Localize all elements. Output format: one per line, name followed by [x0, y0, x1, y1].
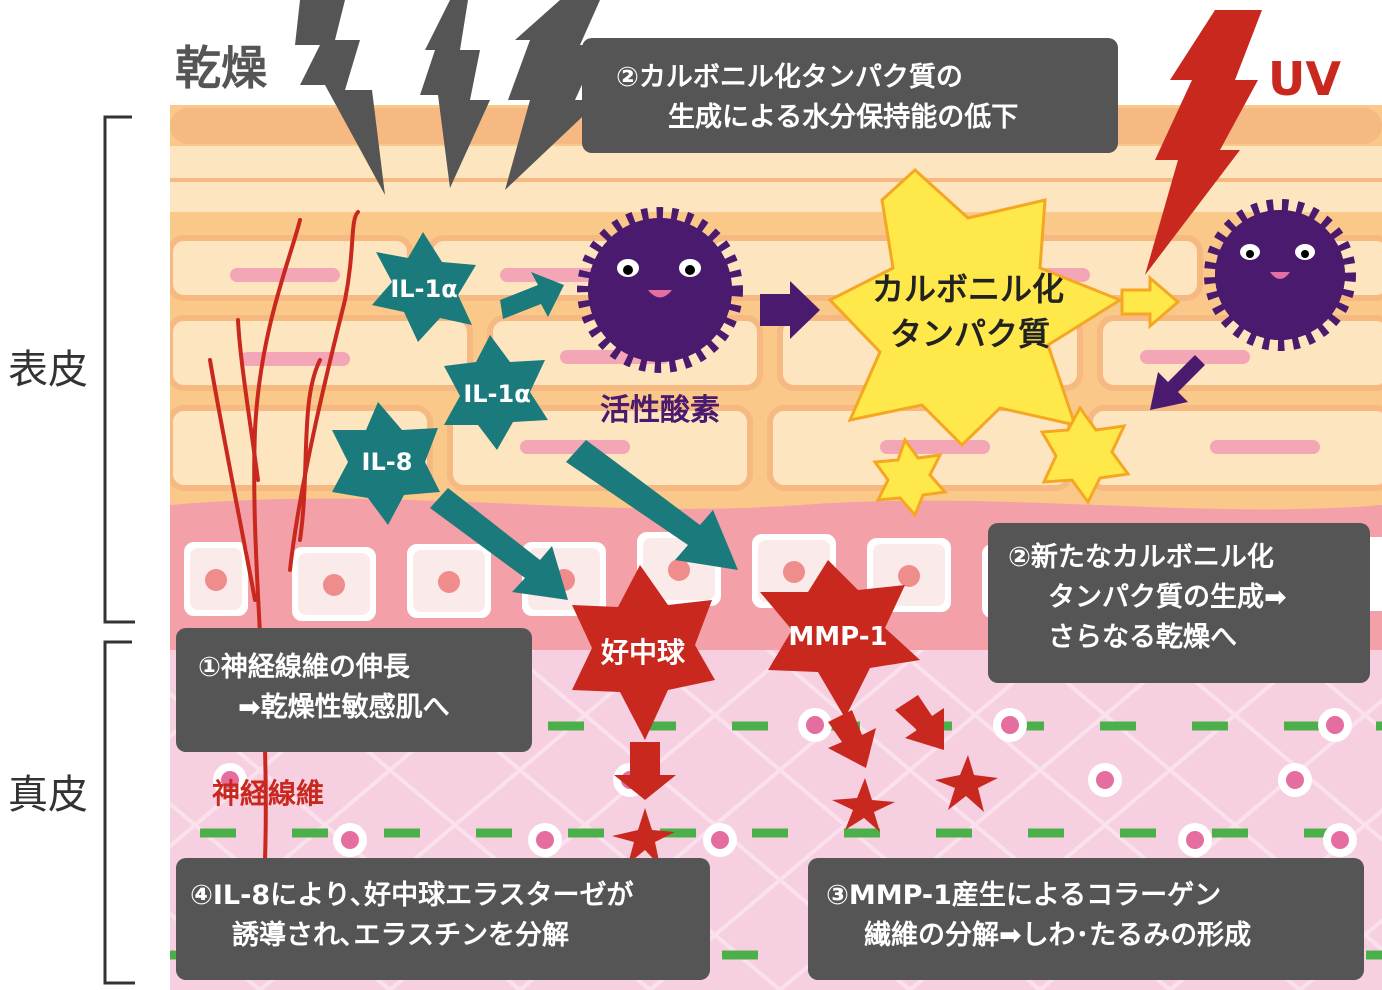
broken-fiber-sparks	[612, 755, 998, 866]
il8-star: IL-8	[332, 402, 440, 525]
arrow-icon	[500, 272, 564, 319]
svg-text:IL-1α: IL-1α	[463, 380, 530, 408]
svg-text:好中球: 好中球	[600, 636, 686, 669]
annotation-box-bottom-left: ④IL-8により､好中球エラスターゼが 誘導され､エラスチンを分解	[176, 858, 710, 980]
il1a-star-2: IL-1α	[444, 335, 548, 450]
arrow-icon	[566, 440, 738, 570]
arrow-icon	[895, 695, 944, 750]
annotation-line: さらなる乾燥へ	[1048, 622, 1237, 653]
annotation-line: ➡乾燥性敏感肌へ	[238, 692, 450, 723]
annotation-line: ③MMP-1産生によるコラーゲン	[826, 880, 1222, 911]
svg-text:カルボニル化: カルボニル化	[872, 270, 1064, 308]
uv-label: UV	[1268, 52, 1341, 106]
svg-text:IL-8: IL-8	[362, 448, 413, 476]
star-burst-icon	[872, 436, 948, 518]
annotation-line: 誘導され､エラスチンを分解	[232, 920, 569, 951]
il1a-star-1: IL-1α	[372, 232, 476, 342]
svg-text:IL-1α: IL-1α	[390, 275, 457, 303]
arrow-icon	[614, 742, 676, 800]
uv-lightning-icon	[1145, 10, 1262, 275]
dryness-label: 乾燥	[175, 41, 268, 95]
ros-label: 活性酸素	[600, 393, 720, 428]
svg-text:タンパク質: タンパク質	[890, 315, 1050, 353]
neutrophil-star: 好中球	[572, 565, 715, 740]
annotation-box-top: ②カルボニル化タンパク質の 生成による水分保持能の低下	[582, 38, 1118, 153]
annotation-box-left: ①神経線維の伸長 ➡乾燥性敏感肌へ	[176, 628, 532, 752]
lightning-bolt-icon	[295, 0, 600, 195]
annotation-line: 繊維の分解➡しわ･たるみの形成	[864, 920, 1252, 951]
svg-text:MMP-1: MMP-1	[788, 622, 887, 652]
arrow-icon	[1120, 274, 1181, 330]
virus-face-icon	[1204, 199, 1356, 351]
annotation-line: 生成による水分保持能の低下	[668, 102, 1019, 133]
nerve-label: 神経線維	[212, 777, 324, 810]
annotation-box-right: ②新たなカルボニル化 タンパク質の生成➡ さらなる乾燥へ	[988, 523, 1370, 683]
mmp1-star: MMP-1	[760, 560, 920, 718]
arrow-icon	[828, 710, 876, 768]
annotation-line: ④IL-8により､好中球エラスターゼが	[190, 880, 634, 911]
annotation-line: タンパク質の生成➡	[1048, 582, 1287, 613]
arrow-icon	[760, 281, 820, 339]
carbonyl-protein-star: カルボニル化 タンパク質	[827, 167, 1124, 448]
annotation-box-bottom-right: ③MMP-1産生によるコラーゲン 繊維の分解➡しわ･たるみの形成	[808, 858, 1364, 980]
layer-brackets	[103, 115, 135, 985]
virus-face-icon	[577, 207, 743, 373]
arrow-icon	[430, 488, 568, 600]
annotation-line: ②新たなカルボニル化	[1008, 542, 1274, 573]
arrow-icons	[430, 272, 1205, 800]
epidermis-label: 表皮	[8, 347, 88, 393]
star-burst-icon	[1039, 405, 1131, 505]
dermis-label: 真皮	[8, 772, 88, 818]
arrow-icon	[1150, 355, 1205, 410]
annotation-line: ①神経線維の伸長	[198, 652, 410, 683]
annotation-line: ②カルボニル化タンパク質の	[616, 62, 963, 93]
